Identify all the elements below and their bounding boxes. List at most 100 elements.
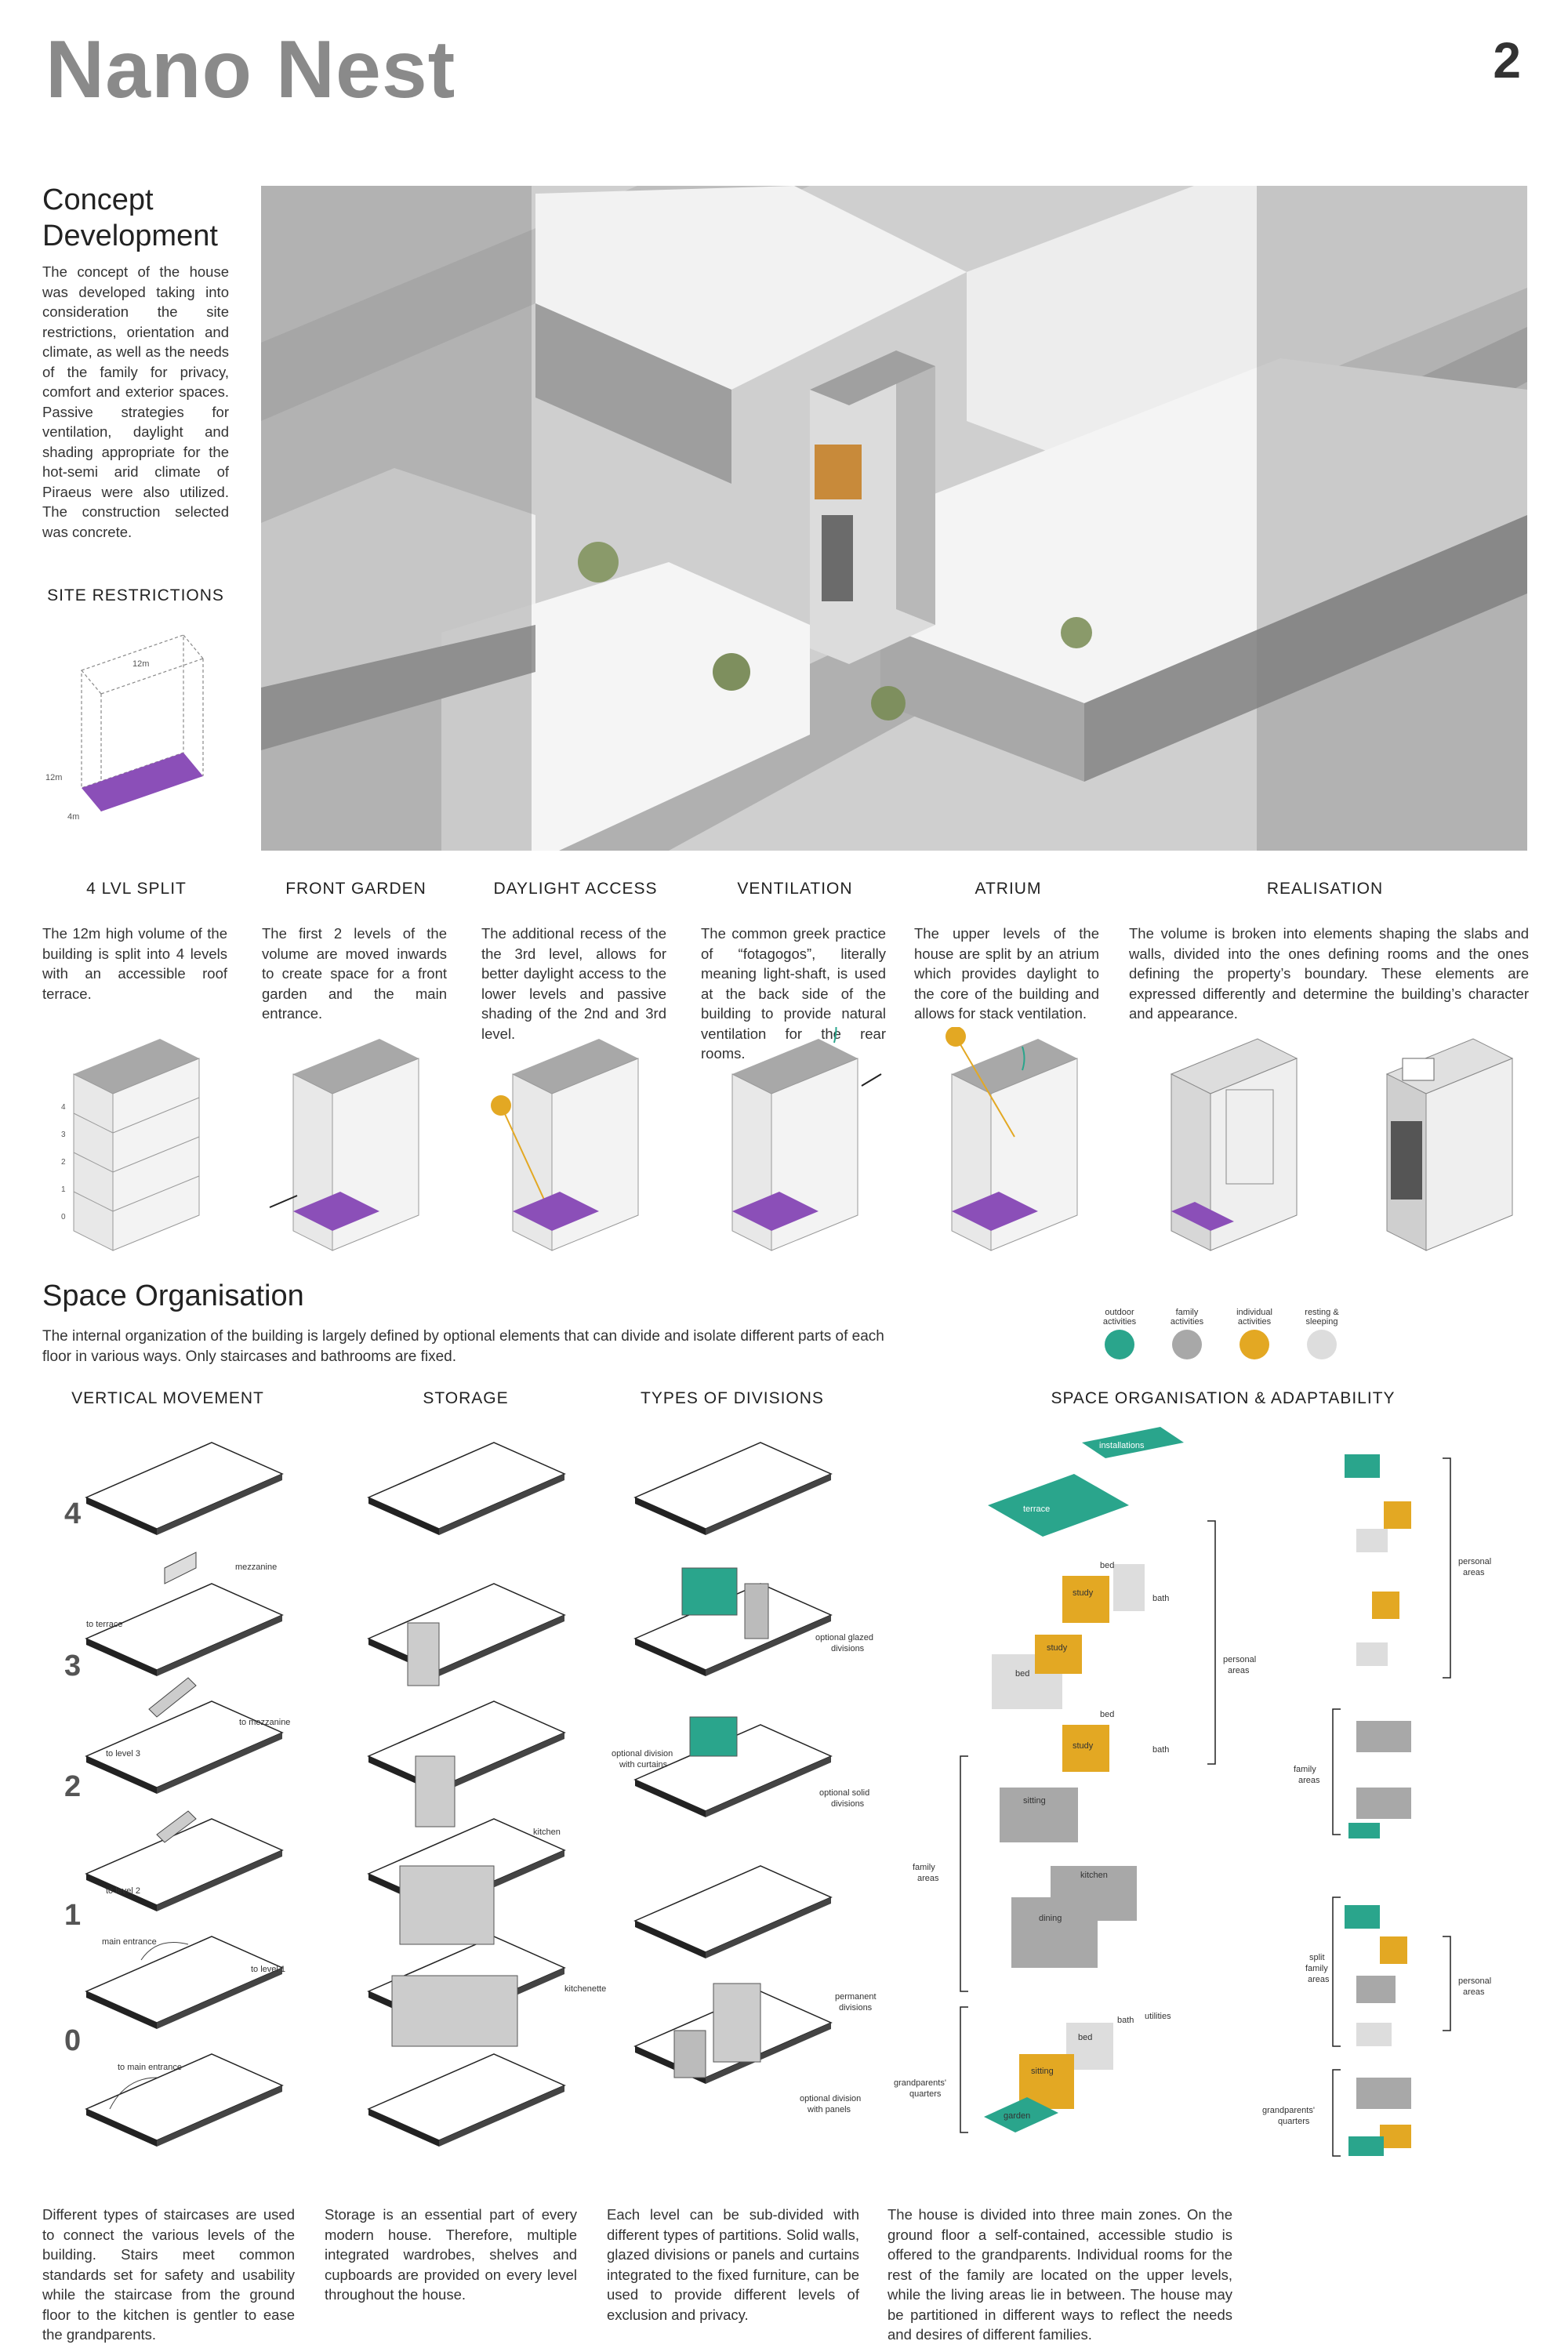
split-level-2: 2	[61, 1158, 66, 1167]
strategy-title-5: ATRIUM	[975, 880, 1042, 898]
strategy-title-1: 4 LVL SPLIT	[86, 880, 187, 898]
legend-resting-line2: sleeping	[1305, 1317, 1338, 1327]
label-kitchenette: kitchenette	[564, 1984, 606, 1994]
label-permanent-2: divisions	[839, 2003, 873, 2013]
org-study-2: study	[1047, 1643, 1068, 1653]
col-title-storage: STORAGE	[423, 1389, 509, 1407]
hero-rendering	[261, 186, 1527, 851]
col-title-organisation: SPACE ORGANISATION & ADAPTABILITY	[1051, 1389, 1396, 1407]
diagram-front-garden	[269, 1038, 419, 1251]
site-restrictions-diagram: 12m 12m 4m	[45, 634, 204, 822]
org-bed-2: bed	[1015, 1669, 1029, 1679]
site-dim-top: 12m	[132, 659, 149, 669]
legend-individual-line1: individual	[1236, 1308, 1272, 1317]
legend-family: family activities	[1156, 1308, 1218, 1359]
legend-resting-swatch	[1307, 1330, 1337, 1359]
legend-resting-line1: resting &	[1305, 1308, 1339, 1317]
legend-family-line1: family	[1175, 1308, 1199, 1317]
org-split-3: areas	[1308, 1975, 1330, 1984]
strategy-title-4: VENTILATION	[737, 880, 853, 898]
concept-heading-line2: Development	[42, 220, 218, 252]
label-to-level3: to level 3	[106, 1749, 140, 1759]
level-4: 4	[64, 1497, 82, 1530]
bottom-text-storage: Storage is an essential part of every mo…	[325, 2206, 577, 2303]
org-sitting-2: sitting	[1031, 2067, 1054, 2076]
strategy-diagrams: 4 3 2 1 0	[61, 1027, 1514, 1251]
legend-outdoor-line2: activities	[1102, 1317, 1137, 1327]
legend-outdoor-line1: outdoor	[1105, 1308, 1134, 1317]
org-bath-1: bath	[1152, 1594, 1169, 1603]
org-personal-1: personal	[1223, 1655, 1256, 1664]
legend-family-swatch	[1172, 1330, 1202, 1359]
concept-heading: Concept Development	[42, 182, 218, 254]
level-0: 0	[64, 2024, 82, 2057]
org-grand-1: grandparents'	[894, 2078, 946, 2088]
diagram-realisation-1	[1170, 1038, 1298, 1251]
org-bath-2: bath	[1152, 1745, 1169, 1755]
org-terrace: terrace	[1023, 1504, 1050, 1514]
org-personal-2: areas	[1228, 1666, 1250, 1675]
org-right-grand-2: quarters	[1278, 2117, 1310, 2126]
legend: outdoor activities family activities ind…	[1088, 1308, 1370, 1370]
legend-individual-swatch	[1240, 1330, 1269, 1359]
label-curtains-1: optional division	[612, 1749, 673, 1759]
label-glazed-1: optional glazed	[815, 1633, 873, 1642]
org-bed-3: bed	[1100, 1710, 1114, 1719]
page-number: 2	[1493, 32, 1521, 89]
strategy-title-2: FRONT GARDEN	[285, 880, 426, 898]
org-bed-1: bed	[1100, 1561, 1114, 1570]
site-restrictions-heading: SITE RESTRICTIONS	[47, 586, 224, 604]
org-utilities: utilities	[1145, 2012, 1171, 2021]
space-intro: The internal organization of the buildin…	[42, 1328, 884, 1365]
org-study-3: study	[1073, 1741, 1094, 1751]
org-right-personal-4: areas	[1463, 1987, 1485, 1997]
diagram-ventilation	[731, 1027, 882, 1251]
col-title-vertical: VERTICAL MOVEMENT	[71, 1389, 264, 1407]
org-split-2: family	[1305, 1964, 1328, 1973]
legend-family-line2: activities	[1170, 1317, 1204, 1327]
org-right-family-1: family	[1294, 1765, 1316, 1774]
diagram-atrium	[946, 1027, 1078, 1251]
split-level-3: 3	[61, 1131, 66, 1139]
label-glazed-2: divisions	[831, 1644, 865, 1653]
site-dim-side: 12m	[45, 773, 62, 782]
label-panels-1: optional division	[800, 2094, 861, 2103]
org-right-personal-3: personal	[1458, 1976, 1491, 1986]
org-study-1: study	[1073, 1588, 1094, 1598]
legend-resting: resting & sleeping	[1290, 1308, 1353, 1359]
org-right-grand-1: grandparents'	[1262, 2106, 1315, 2115]
strategy-title-3: DAYLIGHT ACCESS	[493, 880, 658, 898]
diagram-daylight	[491, 1038, 639, 1251]
stack-storage	[368, 1442, 565, 2147]
org-sitting-1: sitting	[1023, 1796, 1046, 1806]
split-level-0: 0	[61, 1213, 66, 1221]
label-panels-2: with panels	[807, 2105, 851, 2114]
level-2: 2	[64, 1770, 82, 1803]
label-permanent-1: permanent	[835, 1992, 877, 2002]
site-dim-bottom: 4m	[67, 812, 79, 822]
label-kitchen: kitchen	[533, 1828, 561, 1837]
strategy-text-3: The additional recess of the the 3rd lev…	[481, 925, 666, 1042]
org-grand-2: quarters	[909, 2089, 942, 2099]
legend-individual: individual activities	[1223, 1308, 1286, 1359]
stack-vertical-movement	[85, 1442, 283, 2147]
label-to-main-entrance: to main entrance	[118, 2063, 182, 2072]
label-to-level2: to level 2	[106, 1886, 140, 1896]
level-3: 3	[64, 1650, 82, 1682]
org-dining: dining	[1039, 1914, 1062, 1923]
org-right-family-2: areas	[1298, 1776, 1320, 1785]
org-bed-4: bed	[1078, 2033, 1092, 2042]
strategy-text-4: The common greek practice of “fotagogos”…	[701, 925, 886, 1062]
label-mezzanine: mezzanine	[235, 1563, 277, 1572]
label-to-terrace: to terrace	[86, 1620, 122, 1629]
org-split-1: split	[1309, 1953, 1325, 1962]
label-main-entrance: main entrance	[102, 1937, 157, 1947]
label-curtains-2: with curtains	[619, 1760, 668, 1769]
strategy-text-2: The first 2 levels of the volume are mov…	[262, 925, 447, 1022]
label-to-level1: to level 1	[251, 1965, 285, 1974]
strategy-title-6: REALISATION	[1266, 880, 1384, 898]
org-kitchen: kitchen	[1080, 1871, 1108, 1880]
bottom-text-divisions: Each level can be sub-divided with diffe…	[607, 2206, 859, 2323]
col-title-divisions: TYPES OF DIVISIONS	[641, 1389, 824, 1407]
site-plot	[82, 753, 203, 811]
